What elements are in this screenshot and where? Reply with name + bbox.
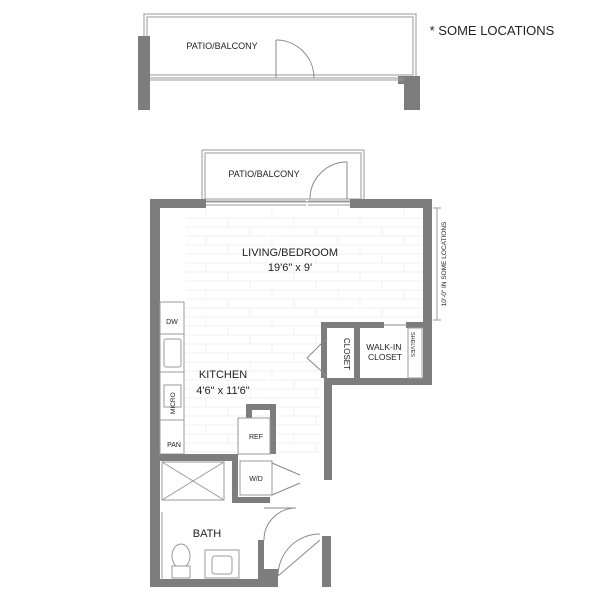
alt-patio-label: PATIO/BALCONY [186, 41, 257, 51]
kitchen-counter [159, 301, 185, 455]
wall-bath-door-jamb [258, 540, 264, 580]
some-locations-note: * SOME LOCATIONS [430, 23, 555, 38]
alt-patio-right-wall [404, 76, 420, 110]
alt-patio-door-swing [275, 39, 315, 79]
wall-top-left [150, 199, 206, 208]
wall-top-right [350, 199, 432, 208]
wd-door-2 [271, 482, 301, 496]
kitchen-sink [163, 338, 182, 368]
closet-door-2 [306, 357, 328, 377]
pan-label: PAN [167, 442, 181, 449]
closet-label: CLOSET [342, 338, 351, 370]
walkin-closet-label: WALK-IN CLOSET [366, 342, 403, 362]
floor-planks [186, 209, 422, 453]
walkin-closet-label-line1: WALK-IN [366, 342, 401, 352]
alt-patio-group: PATIO/BALCONY [138, 13, 420, 110]
walkin-wall-top-right [406, 322, 423, 328]
washer-dryer [239, 460, 273, 496]
wall-bath-right [322, 536, 331, 587]
living-bedroom-dims: 19'6" x 9' [268, 262, 312, 274]
closets: CLOSET WALK-IN CLOSET SHELVES [306, 322, 423, 379]
bath-label: BATH [193, 528, 222, 540]
wall-step-horizontal [324, 378, 358, 385]
dw-label: DW [166, 319, 178, 326]
toilet-tank [171, 565, 191, 579]
ref-wall-right [270, 404, 276, 454]
walls [150, 199, 432, 587]
patio-outline [201, 149, 365, 203]
walkin-shelves [407, 327, 423, 379]
wall-bottom [150, 579, 262, 587]
patio-label: PATIO/BALCONY [228, 169, 299, 179]
wall-wd-top [232, 454, 238, 500]
bath-door-swing [263, 507, 297, 541]
ref-label: REF [249, 434, 263, 441]
closet-wall-left [321, 322, 327, 378]
patio-door-swing [309, 161, 348, 200]
vanity-sink [211, 555, 233, 575]
dimension-note: 10'-0" IN SOME LOCATIONS [441, 221, 448, 306]
wall-kitchen-bath [160, 454, 232, 461]
wall-bottom-stub [262, 569, 278, 587]
ref-wall-top [246, 404, 276, 410]
patio-group: PATIO/BALCONY [201, 149, 365, 203]
kitchen-label: KITCHEN [199, 369, 247, 381]
shower-diag-2 [161, 461, 225, 501]
closet-divider [354, 322, 360, 378]
entry-door-leaf [277, 539, 321, 577]
kitchen-group: DW MICRO PAN REF KITCHEN 4'6" x 11'6" [159, 301, 276, 455]
micro-label: MICRO [170, 392, 177, 414]
closet-door-1 [306, 337, 328, 359]
wall-step-vertical [324, 378, 332, 480]
walkin-wall-top [360, 322, 384, 328]
wall-wd-bottom [232, 497, 270, 503]
wall-walkin-bottom [356, 378, 432, 385]
living-bedroom-label: LIVING/BEDROOM [242, 247, 338, 259]
toilet-bowl [171, 543, 191, 569]
walkin-closet-label-line2: CLOSET [368, 352, 402, 362]
range [163, 384, 182, 408]
wd-label: W/D [249, 476, 263, 483]
refrigerator [237, 417, 271, 455]
wall-right [423, 199, 432, 385]
alt-patio-outline [143, 13, 417, 79]
kitchen-dims: 4'6" x 11'6" [196, 385, 249, 397]
wd-door-1 [271, 462, 301, 476]
entry-door-swing [277, 533, 321, 577]
bath-group: W/D BATH [160, 454, 321, 580]
shelves-label: SHELVES [409, 332, 415, 357]
closet-wall-top [321, 322, 359, 328]
alt-patio-left-wall [138, 36, 150, 110]
ref-wall-left [246, 404, 252, 418]
wall-left [150, 199, 160, 587]
patio-inner-rail [204, 152, 362, 200]
